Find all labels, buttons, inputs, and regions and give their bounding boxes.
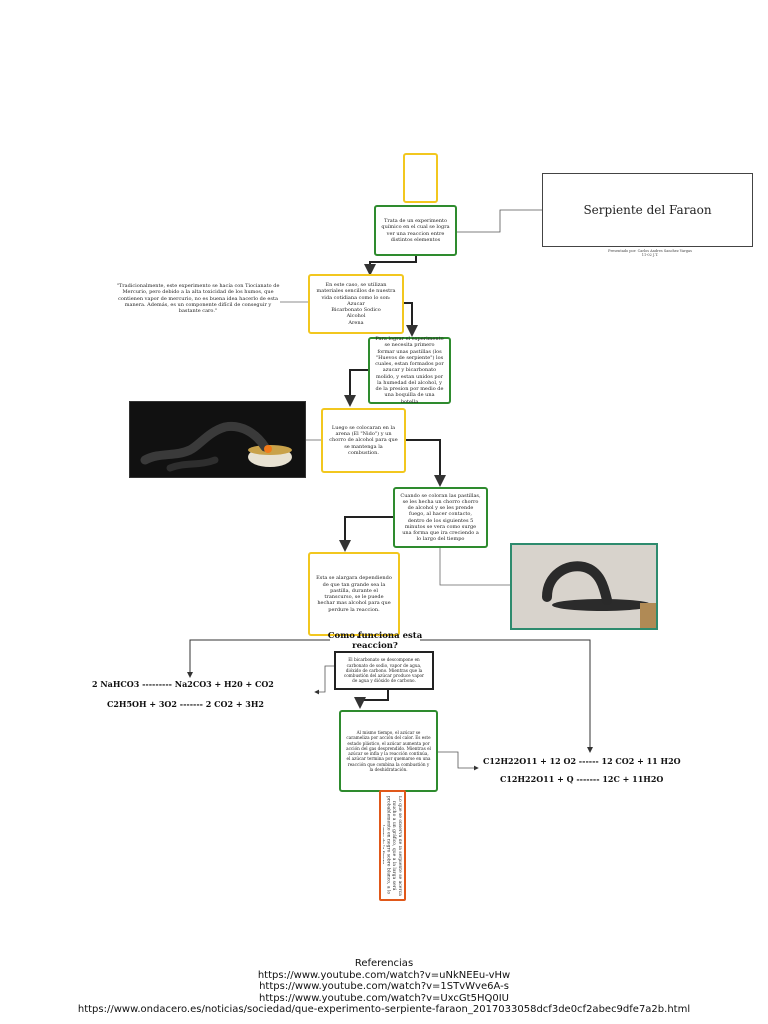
- orange-note-text: Lo que se observa de la serpiente se ace…: [383, 795, 402, 896]
- references: Referencias https://www.youtube.com/watc…: [0, 958, 768, 1016]
- equation-right-2: C12H22O11 + Q ------- 12C + 11H2O: [500, 774, 664, 784]
- sand-box: Luego se colocaran en la arena (El "Nido…: [321, 408, 406, 473]
- line-sand-fire: [406, 439, 446, 487]
- line-fire-grow: [339, 516, 393, 552]
- line-sugar-right: [438, 751, 479, 771]
- equation-left-1: 2 NaHCO3 --------- Na2CO3 + H20 + CO2: [92, 679, 274, 689]
- fire-box: Cuando se coloran las pastillas, se les …: [393, 487, 488, 548]
- grow-box: Esta se alargara dependiendo de que tan …: [308, 552, 400, 636]
- line-pills-sand: [344, 369, 368, 407]
- line-bicarb-left: [314, 665, 334, 695]
- line-title-intro: [430, 209, 542, 233]
- sugar-box: Al mismo tiempo, el azúcar se carameliza…: [339, 710, 438, 792]
- reference-link-4[interactable]: https://www.ondacero.es/noticias/socieda…: [77, 1004, 691, 1015]
- section-title: Como funciona esta reaccion?: [327, 631, 423, 652]
- traditional-note: "Tradicionalmente, este experimento se h…: [116, 283, 280, 314]
- reference-link-1[interactable]: https://www.youtube.com/watch?v=uNkNEEu-…: [257, 969, 511, 981]
- orange-note-box: Lo que se observa de la serpiente se ace…: [379, 790, 406, 901]
- snake-photo-dark: [129, 401, 306, 478]
- equation-right-1: C12H22O11 + 12 O2 ------ 12 CO2 + 11 H2O: [483, 756, 681, 766]
- snake-photo-light: [510, 543, 658, 630]
- snake-photo-drawing: [140, 421, 292, 472]
- presenter-caption: Presentado por: Carlos Andres Sanchez Va…: [608, 249, 692, 258]
- equation-left-2: C2H5OH + 3O2 ------- 2 CO2 + 3H2: [107, 699, 264, 709]
- bicarbonate-box: El bicarbonato se descompone en carbonat…: [334, 651, 434, 690]
- pills-box: Para lograr el experimento se necesita p…: [368, 336, 451, 405]
- empty-top-box: [403, 153, 438, 203]
- page-title: Serpiente del Faraon: [542, 173, 753, 247]
- snake-photo-light-drawing: [542, 561, 656, 628]
- materials-box: En este caso, se utilizan materiales sen…: [308, 274, 404, 334]
- line-center-left: [187, 639, 330, 678]
- line-materials-pills: [404, 302, 418, 337]
- line-bicarb-sugar: [354, 690, 389, 709]
- intro-box: Trata de un experimento químico en el cu…: [374, 205, 457, 256]
- references-heading: Referencias: [354, 958, 414, 969]
- line-center-right: [420, 639, 593, 753]
- reference-link-3[interactable]: https://www.youtube.com/watch?v=UxcGt5HQ…: [259, 992, 509, 1004]
- line-fire-photo2: [439, 548, 510, 586]
- reference-link-2[interactable]: https://www.youtube.com/watch?v=1STvWve6…: [259, 981, 509, 992]
- line-intro-materials: [364, 256, 417, 276]
